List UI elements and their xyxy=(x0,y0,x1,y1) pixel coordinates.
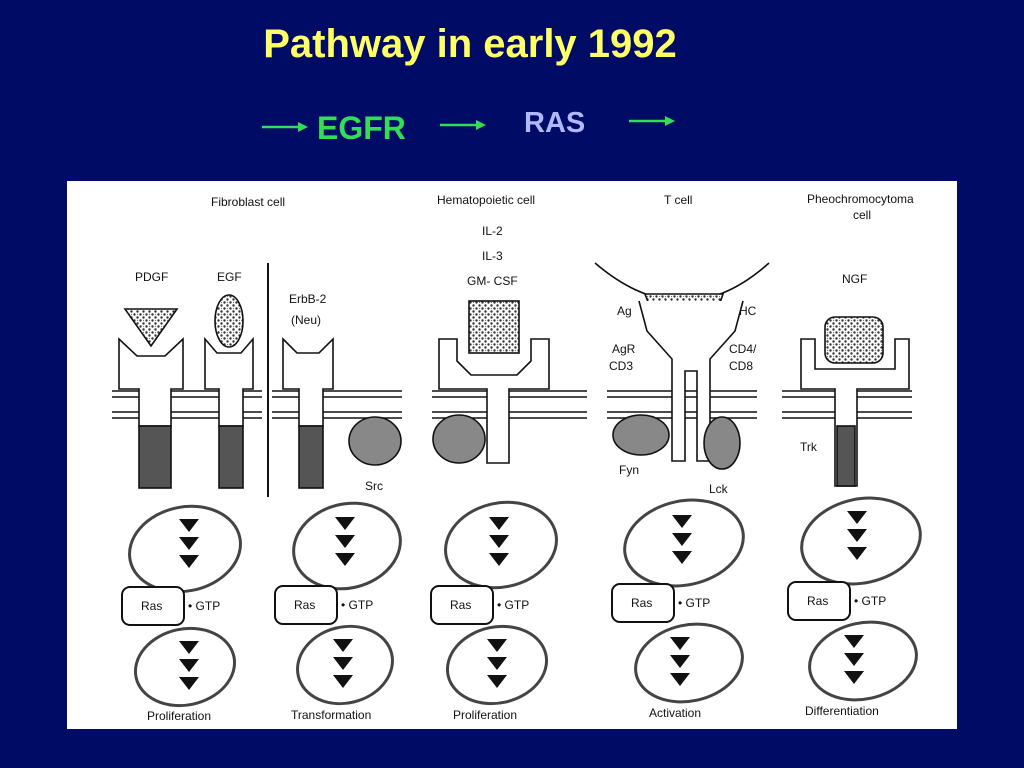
trk-label: Trk xyxy=(800,440,818,454)
cell-label-pheochromocytoma-2: cell xyxy=(853,208,871,222)
signaling-diagram: Fibroblast cell Hematopoietic cell T cel… xyxy=(67,181,957,729)
outcome-label: Transformation xyxy=(291,708,371,722)
flow-arrow-3 xyxy=(629,116,675,126)
il3-label: IL-3 xyxy=(482,249,503,263)
cell-label-hematopoietic: Hematopoietic cell xyxy=(437,193,535,207)
pdgf-receptor xyxy=(118,308,184,489)
src-label: Src xyxy=(365,479,383,493)
fyn-label: Fyn xyxy=(619,463,639,477)
erbb2-receptor xyxy=(282,337,334,489)
ras-label: RAS xyxy=(524,107,586,139)
lower-arrowheads xyxy=(179,635,864,690)
cd8-label: CD8 xyxy=(729,359,753,373)
fyn-kinase xyxy=(612,414,670,456)
pdgf-label: PDGF xyxy=(135,270,168,284)
outcome-label: Proliferation xyxy=(453,708,517,722)
ras-boxes xyxy=(121,581,851,626)
outcome-label: Proliferation xyxy=(147,709,211,723)
flow-arrow-2 xyxy=(440,120,486,130)
ag-label: Ag xyxy=(617,304,632,318)
cytokine-receptor xyxy=(438,300,550,464)
erbb2-label: ErbB-2 xyxy=(289,292,327,306)
lower-cascades xyxy=(133,620,918,708)
gtp-label: • GTP xyxy=(678,596,710,610)
flow-arrow-1 xyxy=(262,122,308,132)
ras-box-label: Ras xyxy=(631,596,652,610)
gtp-label: • GTP xyxy=(188,599,220,613)
cell-label-tcell: T cell xyxy=(664,193,692,207)
egf-receptor xyxy=(204,294,254,489)
neu-label: (Neu) xyxy=(291,313,321,327)
cd3-label: CD3 xyxy=(609,359,633,373)
src-kinase xyxy=(348,416,402,466)
egfr-label: EGFR xyxy=(317,110,406,146)
cd4-label: CD4/ xyxy=(729,342,757,356)
il2-label: IL-2 xyxy=(482,224,503,238)
upper-cascades xyxy=(128,496,922,594)
trk-receptor xyxy=(800,316,910,487)
t-cell-receptor xyxy=(594,262,770,462)
outcome-label: Differentiation xyxy=(805,704,879,718)
gtp-label: • GTP xyxy=(854,594,886,608)
cell-label-pheochromocytoma: Pheochromocytoma xyxy=(807,192,914,206)
outcome-label: Activation xyxy=(649,706,701,720)
egf-label: EGF xyxy=(217,270,242,284)
hematopoietic-kinase xyxy=(432,414,486,464)
cell-label-fibroblast: Fibroblast cell xyxy=(211,195,285,209)
ngf-label: NGF xyxy=(842,272,867,286)
gtp-label: • GTP xyxy=(341,598,373,612)
upper-arrowheads xyxy=(179,511,867,568)
ras-box-label: Ras xyxy=(141,599,162,613)
lck-label: Lck xyxy=(709,482,729,496)
gmcsf-label: GM- CSF xyxy=(467,274,518,288)
ras-box-label: Ras xyxy=(807,594,828,608)
ras-box-label: Ras xyxy=(450,598,471,612)
agr-label: AgR xyxy=(612,342,636,356)
lck-kinase xyxy=(703,416,741,470)
slide-title: Pathway in early 1992 xyxy=(263,22,677,66)
gtp-label: • GTP xyxy=(497,598,529,612)
ras-box-label: Ras xyxy=(294,598,315,612)
